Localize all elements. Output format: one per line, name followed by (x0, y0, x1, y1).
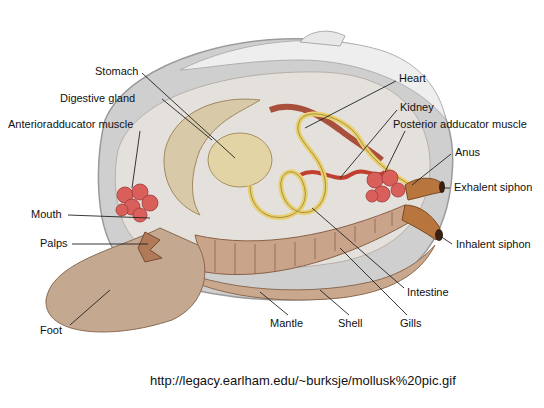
hinge (300, 31, 345, 46)
gills (195, 205, 410, 275)
foot (46, 228, 205, 332)
part-label: Gills (400, 316, 421, 330)
part-label: Inhalent siphon (456, 237, 531, 251)
part-label: Kidney (400, 100, 434, 114)
shell (98, 39, 452, 300)
part-label: Foot (40, 323, 62, 337)
palps (138, 232, 162, 262)
part-label: Shell (338, 316, 362, 330)
part-label: Exhalent siphon (454, 180, 532, 194)
posterior-adductor (366, 170, 405, 202)
part-label: Digestive gland (60, 91, 135, 105)
gill-stripes (215, 212, 392, 275)
siphon-opening (439, 181, 445, 193)
part-label: Intestine (407, 285, 449, 299)
inhalent-siphon (402, 205, 440, 240)
exhalent-siphon (405, 178, 442, 200)
part-label: Palps (40, 236, 68, 250)
part-label: Anterioradducator muscle (8, 117, 133, 131)
leader-lines (68, 73, 452, 325)
siphon-opening (435, 229, 443, 241)
part-label: Mantle (270, 316, 303, 330)
intestine (250, 114, 410, 218)
part-label: Heart (399, 71, 426, 85)
part-label: Stomach (95, 64, 138, 78)
part-label: Posterior adducator muscle (393, 117, 527, 131)
part-label: Anus (455, 145, 480, 159)
stomach (208, 133, 272, 187)
anterior-adductor (116, 184, 158, 222)
intestine-edge (250, 114, 410, 218)
part-label: Mouth (31, 207, 62, 221)
caption-url: http://legacy.earlham.edu/~burksje/mollu… (150, 374, 456, 388)
